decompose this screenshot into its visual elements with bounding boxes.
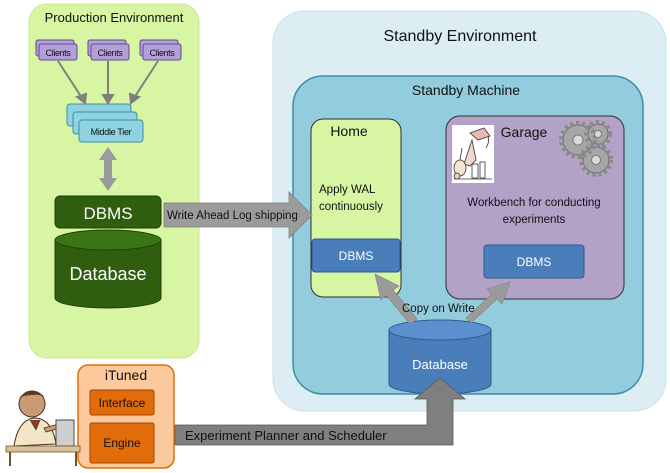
garage-dbms	[483, 244, 585, 279]
home-title: Home	[330, 123, 368, 139]
standby-database-label: Database	[412, 357, 468, 372]
standby-machine-title: Standby Machine	[412, 82, 520, 98]
client-label: Clients	[150, 48, 176, 58]
production-dbms: DBMS	[54, 195, 162, 229]
wal-shipping-label: Write Ahead Log shipping	[167, 210, 298, 222]
ituned-engine-label: Engine	[103, 436, 141, 450]
ituned-interface	[89, 389, 155, 416]
planner-label: Experiment Planner and Scheduler	[185, 428, 387, 443]
production-title: Production Environment	[45, 10, 184, 25]
wal-shipping-arrow: Write Ahead Log shipping	[163, 191, 313, 239]
client-arrows	[57, 60, 159, 105]
garage-desc-line1: Workbench for conducting	[467, 197, 600, 209]
client-group-3: Clients	[139, 39, 182, 61]
middle-tier: Middle Tier	[66, 103, 144, 143]
home-desc-line2: continuously	[319, 201, 383, 213]
garage-title: Garage	[501, 124, 548, 140]
person-at-computer-icon	[5, 390, 81, 466]
client-label: Clients	[46, 48, 72, 58]
copy-on-write-arrows	[374, 273, 511, 325]
ituned-box: iTuned Interface Engine	[77, 364, 175, 469]
home-dbms-label: DBMS	[339, 249, 374, 263]
home-desc-line1: Apply WAL	[319, 184, 376, 196]
middle-tier-label: Middle Tier	[91, 127, 132, 137]
middle-tier-dbms-arrow	[99, 147, 117, 191]
gears-icon	[559, 120, 613, 177]
planner-arrow: Experiment Planner and Scheduler	[174, 377, 467, 446]
lab-equipment-icon	[452, 125, 494, 183]
ituned-title: iTuned	[105, 367, 147, 383]
client-group-1: Clients	[35, 39, 78, 61]
production-dbms-label: DBMS	[83, 204, 132, 223]
ituned-engine	[89, 422, 155, 464]
production-database: Database	[54, 229, 162, 309]
ituned-interface-label: Interface	[99, 396, 146, 410]
garage-desc-line2: experiments	[503, 214, 566, 226]
home-dbms	[311, 238, 401, 273]
client-group-2: Clients	[87, 39, 130, 61]
standby-title: Standby Environment	[384, 28, 538, 45]
copy-on-write-label: Copy on Write	[402, 303, 475, 315]
home-box: Home Apply WAL continuously DBMS	[310, 118, 402, 298]
standby-database: Database	[388, 319, 492, 395]
garage-dbms-label: DBMS	[517, 255, 552, 269]
production-database-label: Database	[69, 264, 146, 284]
client-label: Clients	[98, 48, 124, 58]
